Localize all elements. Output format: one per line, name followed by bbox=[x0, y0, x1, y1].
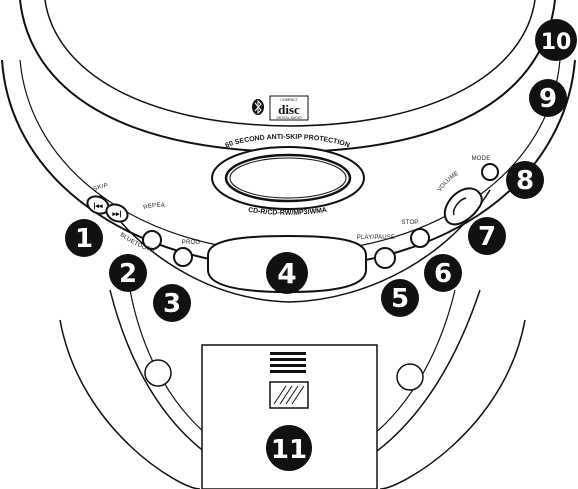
base-left-arc bbox=[59, 319, 201, 489]
callout-11: 11 bbox=[266, 425, 312, 471]
svg-text:11: 11 bbox=[271, 435, 307, 465]
disc-logo-mid: disc bbox=[278, 102, 300, 117]
volume-rocker[interactable] bbox=[443, 187, 483, 226]
svg-text:4: 4 bbox=[277, 257, 296, 290]
svg-text:1: 1 bbox=[75, 224, 93, 254]
volume-label: VOLUME bbox=[437, 171, 460, 194]
mode-button[interactable] bbox=[481, 163, 499, 181]
skip-buttons[interactable]: |◂◂ ▸▸| bbox=[85, 193, 131, 225]
mode-label: MODE bbox=[472, 156, 491, 162]
svg-text:5: 5 bbox=[391, 284, 409, 314]
play-pause-label: PLAY/PAUSE bbox=[357, 235, 395, 241]
svg-text:7: 7 bbox=[478, 222, 496, 252]
right-foot bbox=[396, 363, 424, 391]
callout-10: 10 bbox=[535, 19, 577, 61]
callout-2: 2 bbox=[109, 254, 147, 292]
svg-text:6: 6 bbox=[434, 259, 452, 289]
stop-label: STOP bbox=[401, 220, 418, 226]
skip-forward-icon: ▸▸| bbox=[112, 211, 122, 218]
callout-4: 4 bbox=[266, 252, 308, 294]
svg-text:8: 8 bbox=[516, 166, 534, 196]
play-pause-button[interactable] bbox=[374, 247, 396, 269]
prog-button[interactable] bbox=[173, 247, 193, 267]
callout-1: 1 bbox=[65, 219, 103, 257]
compartment-latch bbox=[270, 352, 306, 373]
left-foot bbox=[144, 359, 172, 387]
disc-open-button[interactable] bbox=[211, 146, 365, 210]
skip-back-icon: |◂◂ bbox=[94, 203, 103, 210]
callout-5: 5 bbox=[381, 279, 419, 317]
repeat-bluetooth-button[interactable] bbox=[142, 230, 162, 250]
skip-forward-button[interactable] bbox=[104, 201, 131, 225]
disc-logo-top: COMPACT bbox=[280, 98, 298, 102]
callout-6: 6 bbox=[424, 254, 462, 292]
lid-inner-arc bbox=[44, 0, 536, 127]
formats-label: CD-R/CD-RW/MP3/WMA bbox=[248, 207, 328, 217]
lid-outer-arc bbox=[19, 0, 556, 154]
hatched-label-icon bbox=[269, 381, 309, 409]
disc-logo-bottom: DIGITAL AUDIO bbox=[276, 116, 301, 120]
svg-text:9: 9 bbox=[539, 84, 557, 114]
bluetooth-icon bbox=[252, 99, 264, 115]
base-right-arc bbox=[379, 319, 526, 489]
stop-button[interactable] bbox=[410, 228, 430, 248]
svg-text:10: 10 bbox=[541, 30, 572, 55]
svg-text:2: 2 bbox=[119, 259, 137, 289]
svg-text:3: 3 bbox=[163, 289, 181, 319]
callout-7: 7 bbox=[468, 217, 506, 255]
callout-9: 9 bbox=[529, 79, 567, 117]
callout-3: 3 bbox=[153, 284, 191, 322]
skip-label: SKIP bbox=[93, 183, 109, 193]
prog-label: PROG bbox=[182, 240, 201, 246]
compact-disc-logo: COMPACT disc DIGITAL AUDIO bbox=[269, 95, 309, 121]
callout-8: 8 bbox=[506, 161, 544, 199]
